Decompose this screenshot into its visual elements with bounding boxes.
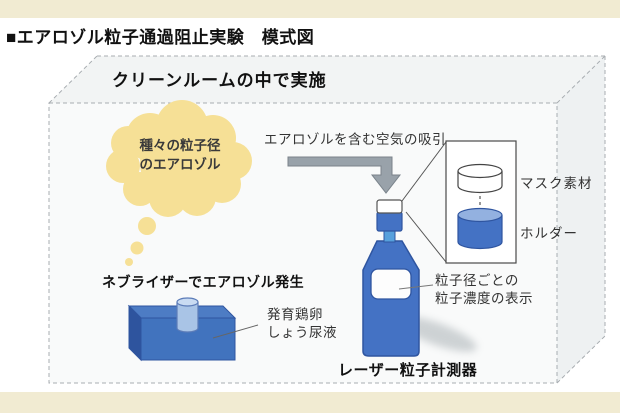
- counter-inlet-base: [376, 211, 403, 232]
- nebulizer-box: [127, 297, 259, 362]
- fluid-note-line1: 発育鶏卵: [267, 307, 323, 322]
- fluid-leader-line: [212, 324, 259, 339]
- counter-label: レーザー粒子計測器: [338, 362, 478, 379]
- room-right-face: [557, 56, 605, 383]
- magnifier-box: [445, 140, 517, 264]
- holder-label: ホルダー: [520, 226, 578, 241]
- fluid-note-line2: しょう尿液: [267, 325, 337, 340]
- thought-dot-1: [138, 217, 156, 235]
- room-dashed-edges: [48, 55, 606, 384]
- display-note-line2: 粒子濃度の表示: [435, 291, 533, 306]
- suction-label: エアロゾルを含む空気の吸引: [264, 132, 446, 147]
- display-note-line1: 粒子径ごとの: [435, 273, 519, 288]
- laser-particle-counter: [362, 199, 434, 357]
- mask-material-label: マスク素材: [520, 176, 593, 191]
- magnifier-lines: [401, 141, 447, 263]
- counter-screen: [370, 268, 412, 300]
- mask-material-cylinder: [457, 163, 503, 194]
- counter-inlet-cap: [376, 199, 403, 214]
- cloud-text: 種々の粒子径 のエアロゾル: [113, 136, 247, 174]
- holder-cylinder: [457, 207, 503, 250]
- thought-cloud: [106, 100, 252, 266]
- fluid-note: 発育鶏卵 しょう尿液: [267, 306, 337, 342]
- display-note: 粒子径ごとの 粒子濃度の表示: [435, 272, 533, 308]
- top-cream-band: [0, 0, 620, 18]
- nebulizer-nozzle: [176, 297, 199, 333]
- nebulizer-label: ネブライザーでエアロゾル発生: [102, 274, 305, 290]
- cloud-text-line2: のエアロゾル: [139, 157, 221, 172]
- room-top-face: [49, 56, 605, 103]
- cleanroom-label: クリーンルームの中で実施: [112, 71, 327, 90]
- screen-leader-line: [398, 284, 434, 290]
- counter-neck: [383, 229, 396, 243]
- thought-dot-2: [130, 241, 144, 255]
- cloud-text-line1: 種々の粒子径: [139, 138, 221, 153]
- thought-dot-3: [125, 258, 133, 266]
- page-title: ■エアロゾル粒子通過阻止実験 模式図: [6, 28, 315, 47]
- suction-arrow: [287, 156, 402, 194]
- bottom-cream-band: [0, 392, 620, 413]
